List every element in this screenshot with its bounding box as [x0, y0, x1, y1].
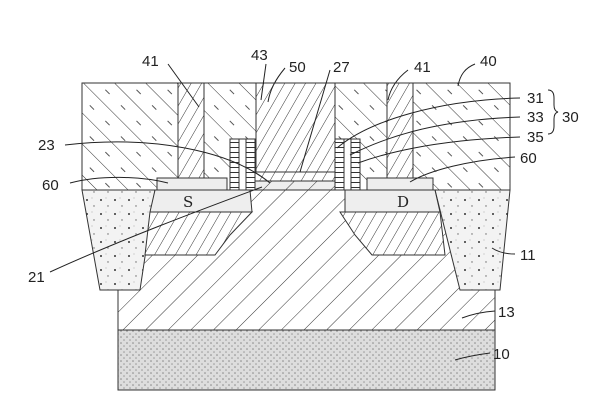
label-source: S — [183, 193, 193, 211]
label-60-right: 60 — [520, 150, 537, 167]
label-60-left: 60 — [42, 177, 59, 194]
spacer-right — [334, 138, 345, 191]
label-41-left: 41 — [142, 53, 159, 70]
source-region — [149, 189, 253, 213]
label-27: 27 — [333, 59, 350, 76]
label-41-right: 41 — [414, 59, 431, 76]
label-10: 10 — [493, 346, 510, 363]
leader-lines — [49, 63, 559, 361]
drain-region — [344, 189, 441, 213]
silicide-60-right — [366, 177, 434, 191]
label-13: 13 — [498, 304, 515, 321]
layer-10 — [117, 329, 496, 391]
label-31: 31 — [527, 90, 544, 107]
label-11: 11 — [520, 247, 536, 264]
label-35: 35 — [527, 129, 544, 146]
label-33: 33 — [527, 109, 544, 126]
silicide-60-left — [156, 177, 228, 191]
label-21: 21 — [28, 269, 45, 286]
label-43: 43 — [251, 47, 268, 64]
label-50: 50 — [289, 59, 306, 76]
label-drain: D — [397, 193, 409, 211]
label-23: 23 — [38, 137, 55, 154]
label-40: 40 — [480, 53, 497, 70]
spacer-left — [229, 138, 240, 191]
label-30: 30 — [562, 109, 579, 126]
